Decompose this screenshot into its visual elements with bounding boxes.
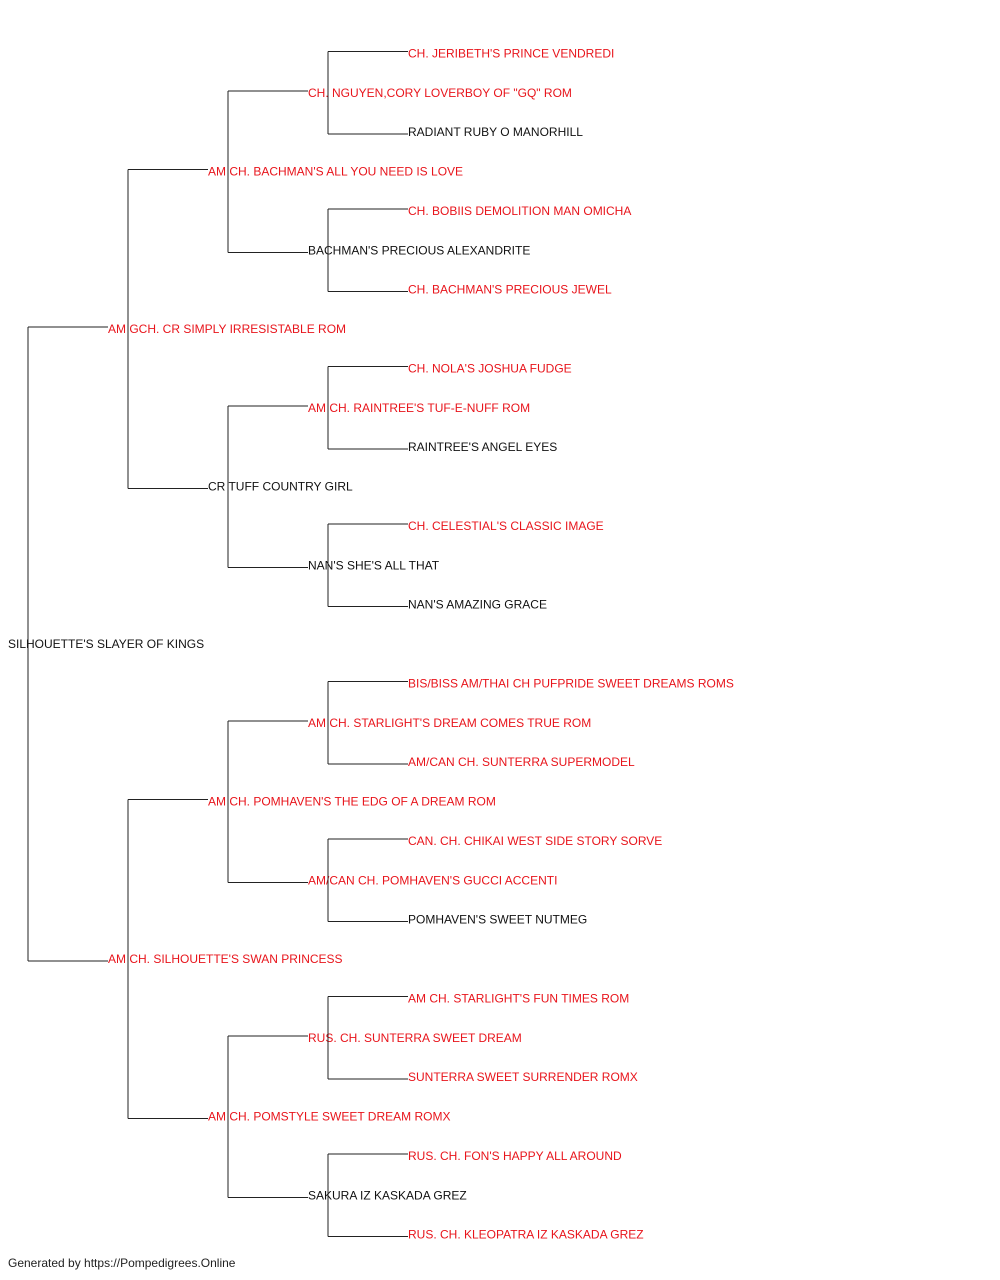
dog-name-gen3[interactable]: NAN'S SHE'S ALL THAT — [308, 558, 440, 572]
dog-name-gen4[interactable]: CH. JERIBETH'S PRINCE VENDREDI — [408, 46, 614, 60]
dog-name-gen4[interactable]: POMHAVEN'S SWEET NUTMEG — [408, 913, 587, 927]
dog-name-gen3[interactable]: AM/CAN CH. POMHAVEN'S GUCCI ACCENTI — [308, 873, 557, 887]
footer-credit: Generated by https://Pompedigrees.Online — [8, 1256, 236, 1270]
dog-name-gen4[interactable]: NAN'S AMAZING GRACE — [408, 598, 547, 612]
dog-name-gen2[interactable]: AM CH. POMHAVEN'S THE EDG OF A DREAM ROM — [208, 795, 496, 809]
dog-name-gen4[interactable]: BIS/BISS AM/THAI CH PUFPRIDE SWEET DREAM… — [408, 676, 734, 690]
dog-name-gen3[interactable]: AM CH. RAINTREE'S TUF-E-NUFF ROM — [308, 401, 530, 415]
dog-name-gen4[interactable]: CAN. CH. CHIKAI WEST SIDE STORY SORVE — [408, 834, 662, 848]
dog-name-gen4[interactable]: CH. NOLA'S JOSHUA FUDGE — [408, 361, 572, 375]
dog-name-gen2[interactable]: AM CH. BACHMAN'S ALL YOU NEED IS LOVE — [208, 165, 463, 179]
dog-name-gen4[interactable]: RAINTREE'S ANGEL EYES — [408, 440, 557, 454]
dog-name-gen4[interactable]: AM CH. STARLIGHT'S FUN TIMES ROM — [408, 991, 629, 1005]
dog-name-gen4[interactable]: RADIANT RUBY O MANORHILL — [408, 125, 583, 139]
dog-name-gen1[interactable]: AM CH. SILHOUETTE'S SWAN PRINCESS — [108, 952, 343, 966]
dog-name-gen3[interactable]: RUS. CH. SUNTERRA SWEET DREAM — [308, 1031, 522, 1045]
dog-name-gen4[interactable]: SUNTERRA SWEET SURRENDER ROMX — [408, 1070, 638, 1084]
dog-name-gen3[interactable]: BACHMAN'S PRECIOUS ALEXANDRITE — [308, 243, 530, 257]
dog-name-gen3[interactable]: AM CH. STARLIGHT'S DREAM COMES TRUE ROM — [308, 716, 591, 730]
dog-name-gen2[interactable]: AM CH. POMSTYLE SWEET DREAM ROMX — [208, 1110, 450, 1124]
dog-name-gen1[interactable]: AM GCH. CR SIMPLY IRRESISTABLE ROM — [108, 322, 346, 336]
dog-name-gen2[interactable]: CR TUFF COUNTRY GIRL — [208, 480, 353, 494]
dog-name-gen3[interactable]: CH. NGUYEN,CORY LOVERBOY OF "GQ" ROM — [308, 86, 572, 100]
dog-name-gen4[interactable]: RUS. CH. FON'S HAPPY ALL AROUND — [408, 1149, 622, 1163]
dog-name-gen3[interactable]: SAKURA IZ KASKADA GREZ — [308, 1188, 467, 1202]
dog-name-gen4[interactable]: CH. CELESTIAL'S CLASSIC IMAGE — [408, 519, 604, 533]
dog-name-gen4[interactable]: CH. BOBIIS DEMOLITION MAN OMICHA — [408, 204, 631, 218]
dog-name-gen4[interactable]: CH. BACHMAN'S PRECIOUS JEWEL — [408, 283, 612, 297]
dog-name-gen0[interactable]: SILHOUETTE'S SLAYER OF KINGS — [8, 637, 204, 651]
dog-name-gen4[interactable]: AM/CAN CH. SUNTERRA SUPERMODEL — [408, 755, 635, 769]
dog-name-gen4[interactable]: RUS. CH. KLEOPATRA IZ KASKADA GREZ — [408, 1228, 644, 1242]
